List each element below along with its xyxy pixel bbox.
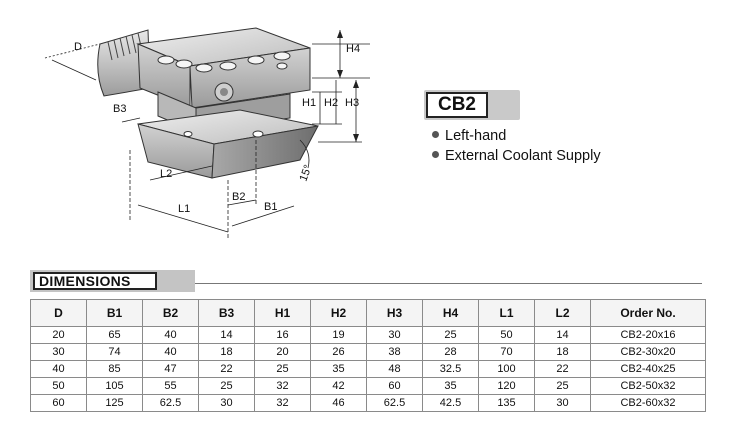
table-cell: 135 <box>478 394 535 412</box>
label-h1: H1 <box>302 97 316 109</box>
shaft <box>97 29 151 97</box>
col-header: H4 <box>422 299 479 327</box>
tool-holder-drawing: D H4 H1 H2 H3 B3 L2 L1 B2 B1 15° <box>44 27 370 238</box>
section-divider <box>30 283 702 284</box>
table-cell: 32 <box>254 394 311 412</box>
table-cell: 35 <box>310 360 367 378</box>
table-cell: 50 <box>478 326 535 344</box>
table-cell: CB2-50x32 <box>590 377 706 395</box>
table-cell: 19 <box>310 326 367 344</box>
table-cell: 22 <box>534 360 591 378</box>
table-cell: 28 <box>422 343 479 361</box>
table-cell: 70 <box>478 343 535 361</box>
table-cell: 74 <box>86 343 143 361</box>
table-cell: 48 <box>366 360 423 378</box>
table-cell: CB2-40x25 <box>590 360 706 378</box>
col-header: B3 <box>198 299 255 327</box>
dimensions-table: D B1 B2 B3 H1 H2 H3 H4 L1 L2 Order No. 2… <box>30 299 706 412</box>
col-header: Order No. <box>590 299 706 327</box>
table-header-row: D B1 B2 B3 H1 H2 H3 H4 L1 L2 Order No. <box>30 299 706 327</box>
label-h2: H2 <box>324 97 338 109</box>
table-cell: 60 <box>366 377 423 395</box>
table-row: 40 85 47 22 25 35 48 32.5 100 22 CB2-40x… <box>30 360 706 378</box>
col-header: H2 <box>310 299 367 327</box>
table-cell: 14 <box>534 326 591 344</box>
table-cell: 100 <box>478 360 535 378</box>
table-cell: 42.5 <box>422 394 479 412</box>
table-cell: 40 <box>30 360 87 378</box>
table-cell: CB2-30x20 <box>590 343 706 361</box>
bullet-icon <box>432 130 439 138</box>
table-cell: 60 <box>30 394 87 412</box>
bullet-icon <box>432 150 439 158</box>
table-cell: 105 <box>86 377 143 395</box>
label-b1: B1 <box>264 201 277 213</box>
label-d: D <box>74 41 82 53</box>
col-header: B1 <box>86 299 143 327</box>
table-cell: 46 <box>310 394 367 412</box>
table-cell: 50 <box>30 377 87 395</box>
table-cell: 32 <box>254 377 311 395</box>
table-cell: 35 <box>422 377 479 395</box>
dimensions-heading: DIMENSIONS <box>30 270 195 292</box>
table-row: 20 65 40 14 16 19 30 25 50 14 CB2-20x16 <box>30 326 706 344</box>
col-header: D <box>30 299 87 327</box>
label-b2: B2 <box>232 191 245 203</box>
table-cell: 30 <box>366 326 423 344</box>
table-cell: 30 <box>198 394 255 412</box>
label-l1: L1 <box>178 203 190 215</box>
table-cell: 32.5 <box>422 360 479 378</box>
table-row: 30 74 40 18 20 26 38 28 70 18 CB2-30x20 <box>30 343 706 361</box>
table-cell: 20 <box>254 343 311 361</box>
col-header: L1 <box>478 299 535 327</box>
label-angle: 15° <box>298 163 315 183</box>
col-header: H1 <box>254 299 311 327</box>
table-cell: 55 <box>142 377 199 395</box>
table-cell: 40 <box>142 326 199 344</box>
table-cell: 62.5 <box>366 394 423 412</box>
label-h4: H4 <box>346 43 360 55</box>
dimensions-title: DIMENSIONS <box>33 272 157 290</box>
table-cell: 22 <box>198 360 255 378</box>
table-cell: 25 <box>534 377 591 395</box>
table-cell: 47 <box>142 360 199 378</box>
table-cell: 125 <box>86 394 143 412</box>
table-cell: 18 <box>198 343 255 361</box>
table-cell: 30 <box>534 394 591 412</box>
table-cell: 25 <box>422 326 479 344</box>
table-cell: 42 <box>310 377 367 395</box>
table-cell: 120 <box>478 377 535 395</box>
table-cell: 20 <box>30 326 87 344</box>
label-l2: L2 <box>160 168 172 180</box>
feature-list: Left-hand External Coolant Supply <box>432 126 601 166</box>
table-cell: 62.5 <box>142 394 199 412</box>
table-cell: 14 <box>198 326 255 344</box>
table-cell: 16 <box>254 326 311 344</box>
table-cell: 25 <box>254 360 311 378</box>
table-cell: 38 <box>366 343 423 361</box>
label-b3: B3 <box>113 103 126 115</box>
table-row: 60 125 62.5 30 32 46 62.5 42.5 135 30 CB… <box>30 394 706 412</box>
col-header: L2 <box>534 299 591 327</box>
table-cell: CB2-20x16 <box>590 326 706 344</box>
table-row: 50 105 55 25 32 42 60 35 120 25 CB2-50x3… <box>30 377 706 395</box>
table-cell: 65 <box>86 326 143 344</box>
table-cell: 85 <box>86 360 143 378</box>
table-cell: 40 <box>142 343 199 361</box>
table-cell: 25 <box>198 377 255 395</box>
table-cell: CB2-60x32 <box>590 394 706 412</box>
col-header: B2 <box>142 299 199 327</box>
model-heading: CB2 <box>424 90 520 120</box>
dimension-lines <box>44 30 370 238</box>
model-code: CB2 <box>426 92 488 118</box>
feature-item: External Coolant Supply <box>432 146 601 166</box>
lower-base <box>137 109 319 179</box>
col-header: H3 <box>366 299 423 327</box>
table-cell: 18 <box>534 343 591 361</box>
table-cell: 26 <box>310 343 367 361</box>
table-cell: 30 <box>30 343 87 361</box>
label-h3: H3 <box>345 97 359 109</box>
feature-item: Left-hand <box>432 126 601 146</box>
